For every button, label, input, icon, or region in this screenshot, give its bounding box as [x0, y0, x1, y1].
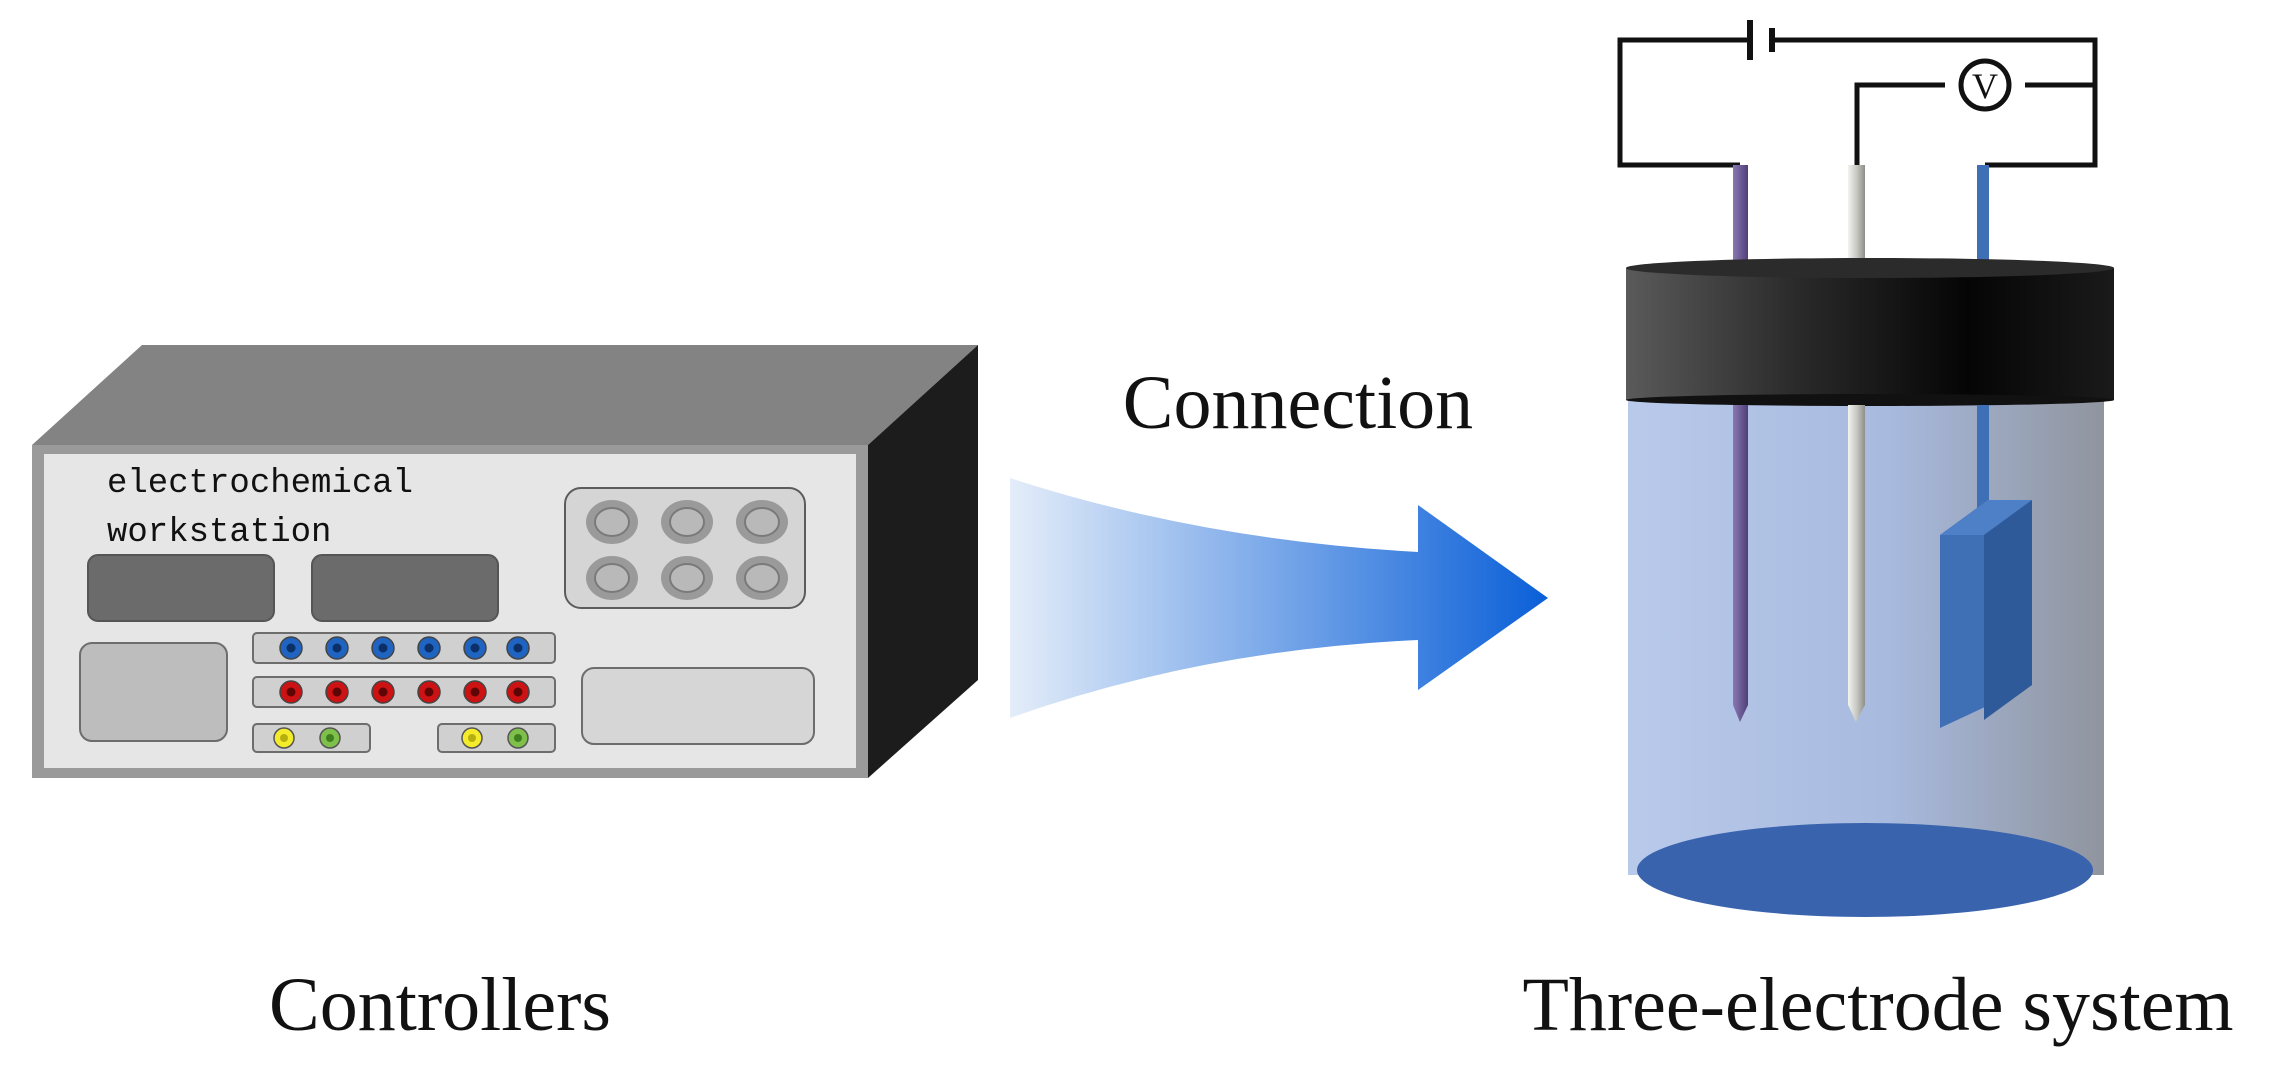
circuit-wiring	[1617, 37, 2098, 168]
display-screen-left	[87, 554, 275, 622]
blue-jack[interactable]	[279, 636, 303, 660]
side-display-right	[581, 667, 815, 745]
electrochemical-workstation: electrochemical workstation	[32, 345, 978, 778]
knob-grid	[586, 500, 788, 600]
cell-lid-top	[1626, 258, 2114, 278]
reference-electrode[interactable]	[1848, 405, 1865, 722]
electrolyte-liquid	[1628, 395, 2104, 875]
knob[interactable]	[661, 556, 713, 600]
red-jack[interactable]	[463, 680, 487, 704]
counter-electrode-lead	[1977, 165, 1989, 265]
workstation-label-line2: workstation	[107, 514, 331, 552]
three-electrode-caption: Three-electrode system	[1522, 963, 2233, 1047]
blue-jack[interactable]	[506, 636, 530, 660]
blue-jack[interactable]	[463, 636, 487, 660]
voltmeter-label: V	[1972, 66, 1998, 106]
voltmeter-symbol: V	[1958, 58, 2012, 112]
working-electrode[interactable]	[1733, 405, 1748, 722]
yellow-jack[interactable]	[273, 727, 295, 749]
blue-jack[interactable]	[417, 636, 441, 660]
controllers-caption: Controllers	[269, 963, 611, 1047]
aux-jack-strip-right	[437, 723, 556, 753]
three-electrode-cell: V	[1617, 20, 2114, 917]
counter-electrode-plate[interactable]	[1940, 500, 2032, 728]
side-display-left	[79, 642, 228, 742]
red-jack[interactable]	[279, 680, 303, 704]
connection-arrow	[1010, 478, 1548, 718]
reference-electrode-lead	[1848, 165, 1865, 265]
red-jack[interactable]	[371, 680, 395, 704]
counter-electrode-wire	[1977, 405, 1989, 517]
red-jack[interactable]	[417, 680, 441, 704]
working-electrode-lead	[1733, 165, 1748, 265]
knob[interactable]	[736, 556, 788, 600]
connection-label: Connection	[1123, 361, 1473, 445]
green-jack[interactable]	[319, 727, 341, 749]
vessel-base	[1637, 823, 2093, 917]
battery-symbol	[1747, 20, 1775, 60]
red-jack-row	[279, 680, 530, 704]
red-jack[interactable]	[506, 680, 530, 704]
knob[interactable]	[586, 500, 638, 544]
cell-lid-bottom	[1626, 394, 2114, 406]
workstation-top-face	[32, 345, 978, 445]
yellow-jack[interactable]	[461, 727, 483, 749]
knob[interactable]	[661, 500, 713, 544]
red-jack[interactable]	[325, 680, 349, 704]
blue-jack[interactable]	[325, 636, 349, 660]
aux-jack-strip-left	[252, 723, 371, 753]
green-jack[interactable]	[507, 727, 529, 749]
knob[interactable]	[736, 500, 788, 544]
blue-jack-row	[279, 636, 530, 660]
blue-jack[interactable]	[371, 636, 395, 660]
display-screen-right	[311, 554, 499, 622]
cell-lid	[1626, 268, 2114, 400]
knob[interactable]	[586, 556, 638, 600]
workstation-label-line1: electrochemical	[107, 465, 413, 503]
workstation-side-face	[868, 345, 978, 778]
